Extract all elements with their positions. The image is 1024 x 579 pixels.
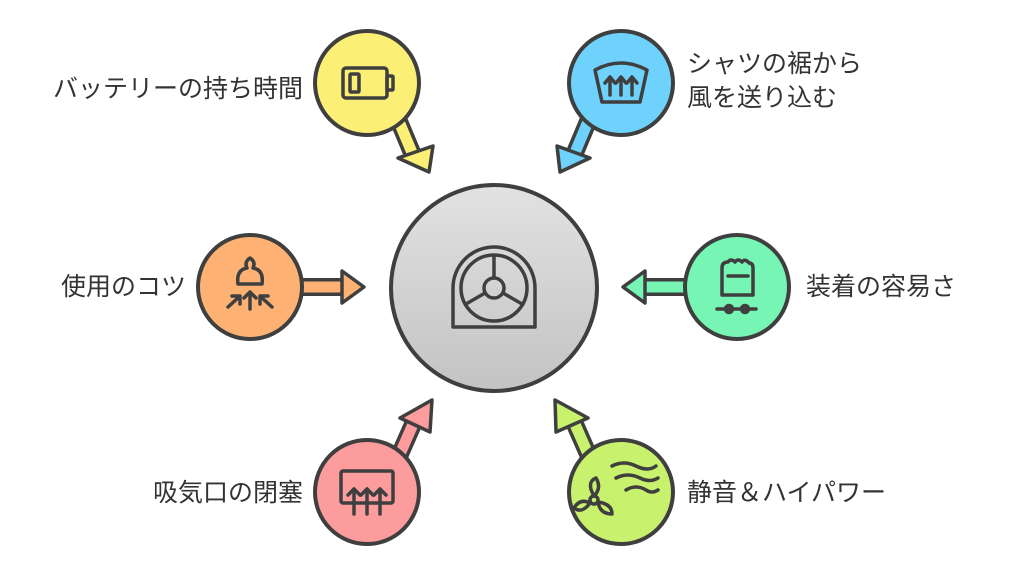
fan-icon	[451, 245, 537, 329]
connector-wearing	[621, 269, 699, 305]
node-airflow	[567, 29, 675, 137]
windshield-airflow-icon	[593, 61, 649, 104]
blocked-vent-icon	[339, 469, 395, 516]
node-quiet	[567, 438, 675, 546]
label-wearing: 装着の容易さ	[806, 272, 957, 301]
node-battery	[313, 29, 421, 137]
connector-usage	[287, 269, 366, 305]
label-usage: 使用のコツ	[60, 272, 186, 301]
node-intake	[313, 438, 421, 546]
battery-low-icon	[341, 66, 395, 100]
label-quiet: 静音＆ハイパワー	[687, 478, 887, 507]
node-wearing	[683, 233, 791, 341]
person-airflow-icon	[226, 256, 274, 311]
center-node	[389, 183, 599, 393]
node-usage	[196, 233, 304, 341]
label-battery: バッテリーの持ち時間	[52, 74, 303, 103]
wrist-band-icon	[715, 258, 758, 315]
label-intake: 吸気口の閉塞	[152, 478, 303, 507]
label-airflow: シャツの裾から 風を送り込む	[687, 49, 863, 112]
quiet-fan-wind-icon	[572, 461, 660, 516]
